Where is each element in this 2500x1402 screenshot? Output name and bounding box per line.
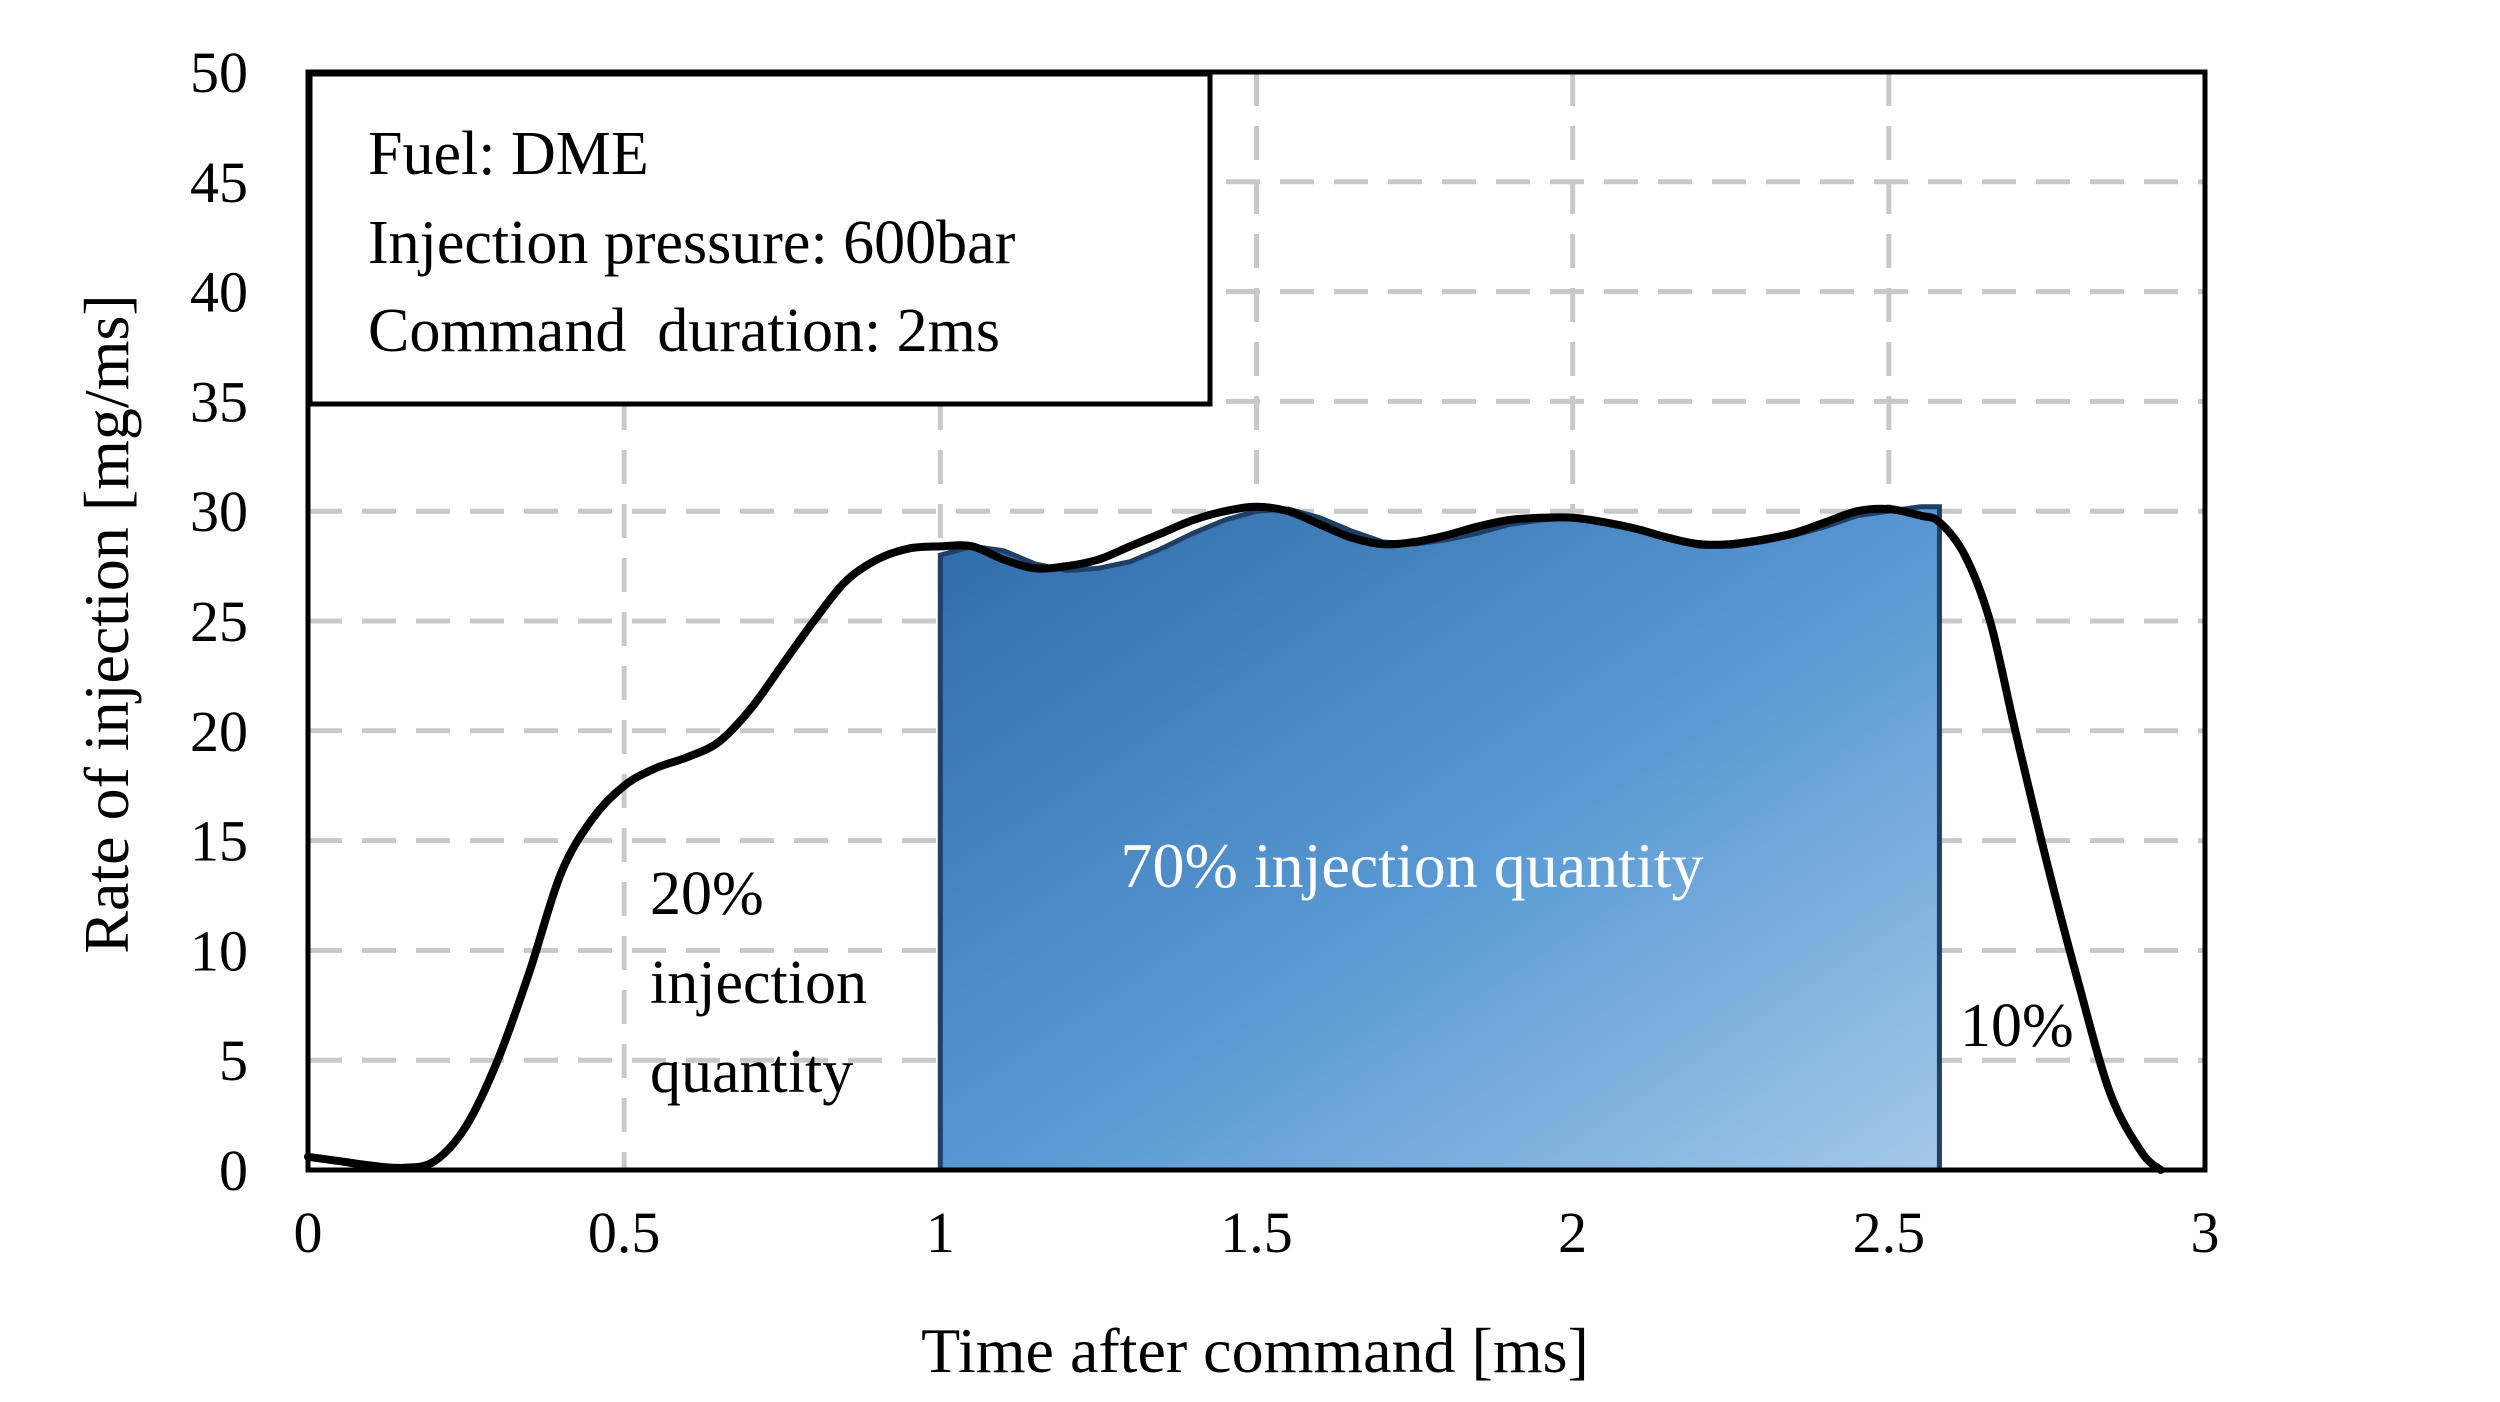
x-tick-label-2: 1 xyxy=(926,1200,955,1265)
y-tick-label-5: 25 xyxy=(190,589,248,654)
x-tick-label-3: 1.5 xyxy=(1220,1200,1293,1265)
x-tick-label-4: 2 xyxy=(1558,1200,1587,1265)
x-axis-label: Time after command [ms] xyxy=(921,1315,1589,1386)
legend-line-pressure: Injection pressure: 600bar xyxy=(368,209,1016,277)
y-axis-label: Rate of injection [mg/ms] xyxy=(71,294,142,953)
shaded-region-70pct xyxy=(937,504,1942,1173)
annotation-left-line2: injection xyxy=(650,949,867,1017)
x-tick-label-1: 0.5 xyxy=(588,1200,661,1265)
y-tick-label-3: 15 xyxy=(190,809,248,874)
y-tick-label-0: 0 xyxy=(219,1138,248,1203)
annotation-middle: 70% injection quantity xyxy=(1121,830,1704,901)
y-tick-label-10: 50 xyxy=(190,40,248,105)
x-tick-label-0: 0 xyxy=(294,1200,323,1265)
annotation-right: 10% xyxy=(1960,992,2074,1060)
annotation-left-line1: 20% xyxy=(650,860,764,928)
y-tick-label-4: 20 xyxy=(190,699,248,764)
x-tick-label-5: 2.5 xyxy=(1853,1200,1926,1265)
y-axis-ticks: 0 5 10 15 20 25 30 35 40 45 50 xyxy=(190,40,248,1203)
x-tick-label-6: 3 xyxy=(2191,1200,2220,1265)
x-axis-ticks: 0 0.5 1 1.5 2 2.5 3 xyxy=(294,1200,2220,1265)
legend-line-duration: Command duration: 2ms xyxy=(368,297,1000,365)
y-tick-label-9: 45 xyxy=(190,150,248,215)
legend-box-frame xyxy=(307,71,1213,407)
legend-box: Fuel: DME Injection pressure: 600bar Com… xyxy=(307,71,1213,407)
annotations: 20% injection quantity 70% injection qua… xyxy=(650,830,2074,1106)
y-tick-label-8: 40 xyxy=(190,260,248,325)
annotation-left-line3: quantity xyxy=(650,1038,853,1106)
legend-line-fuel: Fuel: DME xyxy=(368,120,649,188)
plot-frame xyxy=(305,69,2208,1173)
y-tick-label-2: 10 xyxy=(190,918,248,983)
y-tick-label-6: 30 xyxy=(190,479,248,544)
y-tick-label-7: 35 xyxy=(190,369,248,434)
series-line xyxy=(304,502,2165,1174)
y-tick-label-1: 5 xyxy=(219,1028,248,1093)
